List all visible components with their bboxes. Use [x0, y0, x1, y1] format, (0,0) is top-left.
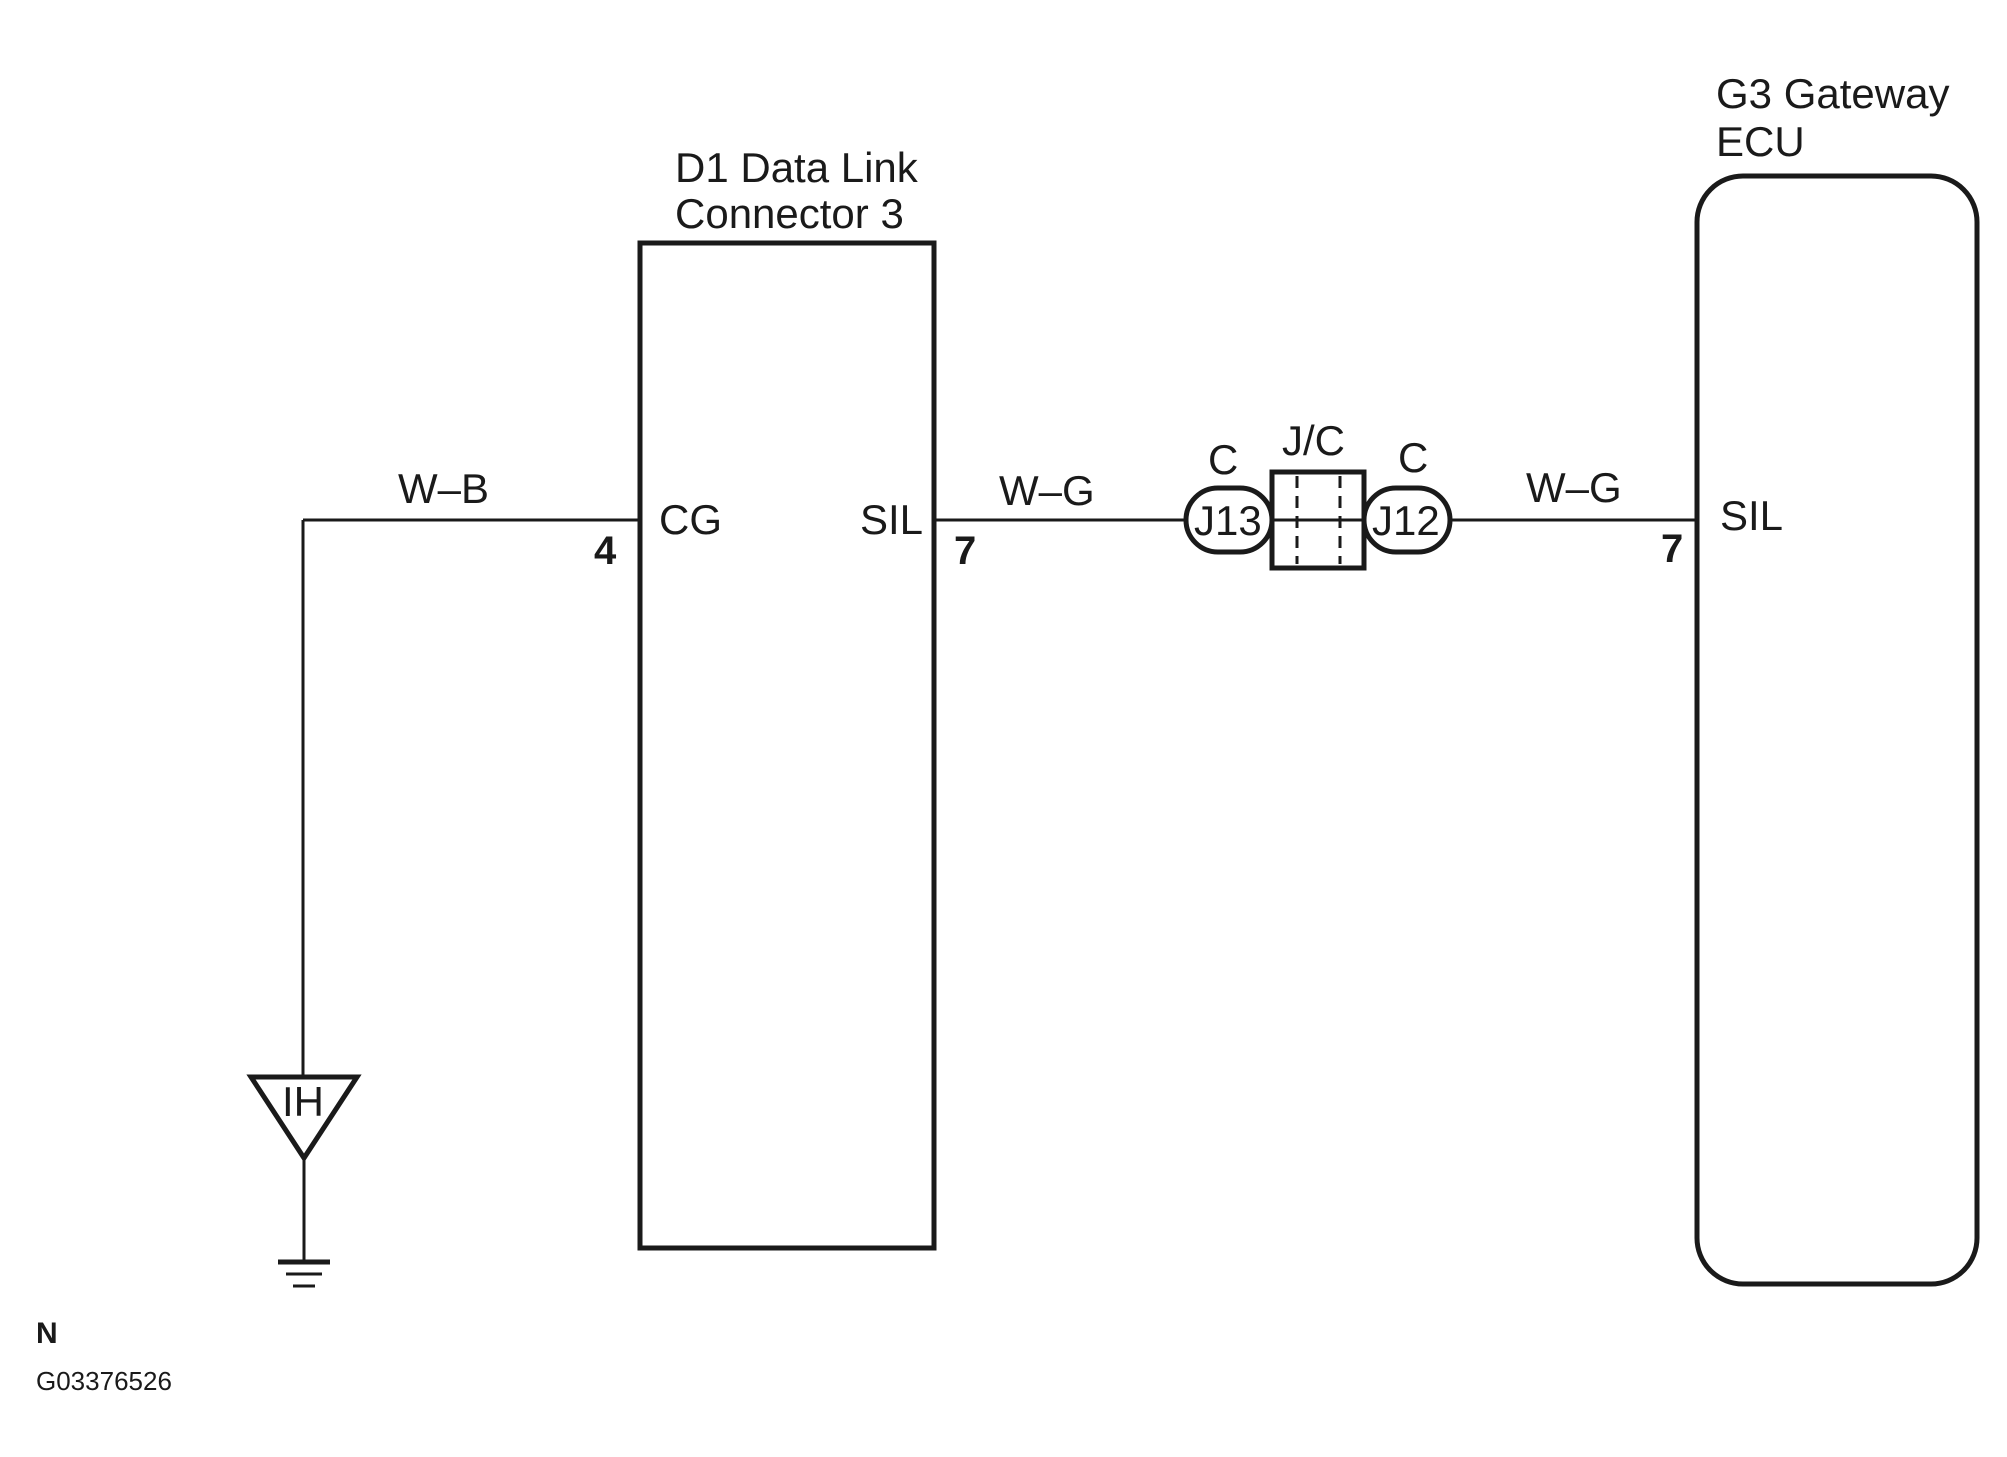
- dlc3-title-line2: Connector 3: [675, 190, 904, 237]
- dlc3-terminal-cg: CG: [659, 496, 722, 543]
- sil-wire-2-color-label: W–G: [1526, 464, 1622, 511]
- junction-right-letter: C: [1398, 434, 1428, 481]
- ground-point-label: IH: [282, 1078, 324, 1125]
- dlc3-title-line1: D1 Data Link: [675, 144, 919, 191]
- gateway-ecu-title-line1: G3 Gateway: [1716, 70, 1949, 117]
- gateway-ecu-title-line2: ECU: [1716, 118, 1805, 165]
- chassis-ground-icon: [278, 1259, 330, 1288]
- ground-point-ih: IH: [246, 1074, 362, 1288]
- sil-wire-segment-2: W–G: [1450, 464, 1697, 522]
- ground-point-triangle: [246, 1074, 362, 1163]
- ground-wire-color-label: W–B: [398, 465, 489, 512]
- figure-id: G03376526: [36, 1366, 172, 1396]
- junction-label: J/C: [1282, 417, 1345, 464]
- dlc3-component: D1 Data Link Connector 3 CG 4 SIL 7: [594, 144, 976, 1251]
- gateway-ecu-pin-sil: 7: [1661, 527, 1683, 571]
- junction-left-letter: C: [1208, 436, 1238, 483]
- connector-j12-label: J12: [1372, 497, 1440, 544]
- dlc3-pin-cg: 4: [594, 529, 617, 573]
- junction-connector: J/C C C J13 J12: [1183, 417, 1453, 571]
- connector-j13: [1183, 485, 1275, 555]
- gateway-ecu-body: [1694, 173, 1980, 1287]
- gateway-ecu-component: G3 Gateway ECU SIL 7: [1661, 70, 1980, 1287]
- connector-j13-label: J13: [1194, 497, 1262, 544]
- dlc3-terminal-sil: SIL: [860, 496, 923, 543]
- dlc3-pin-sil: 7: [954, 529, 976, 573]
- ground-circuit: W–B: [301, 465, 640, 1075]
- gateway-ecu-terminal-sil: SIL: [1720, 492, 1783, 539]
- dlc3-body: [637, 240, 937, 1251]
- region-code: N: [36, 1317, 58, 1350]
- sil-wire-segment-1: W–G: [934, 467, 1186, 522]
- sil-wire-1-color-label: W–G: [999, 467, 1095, 514]
